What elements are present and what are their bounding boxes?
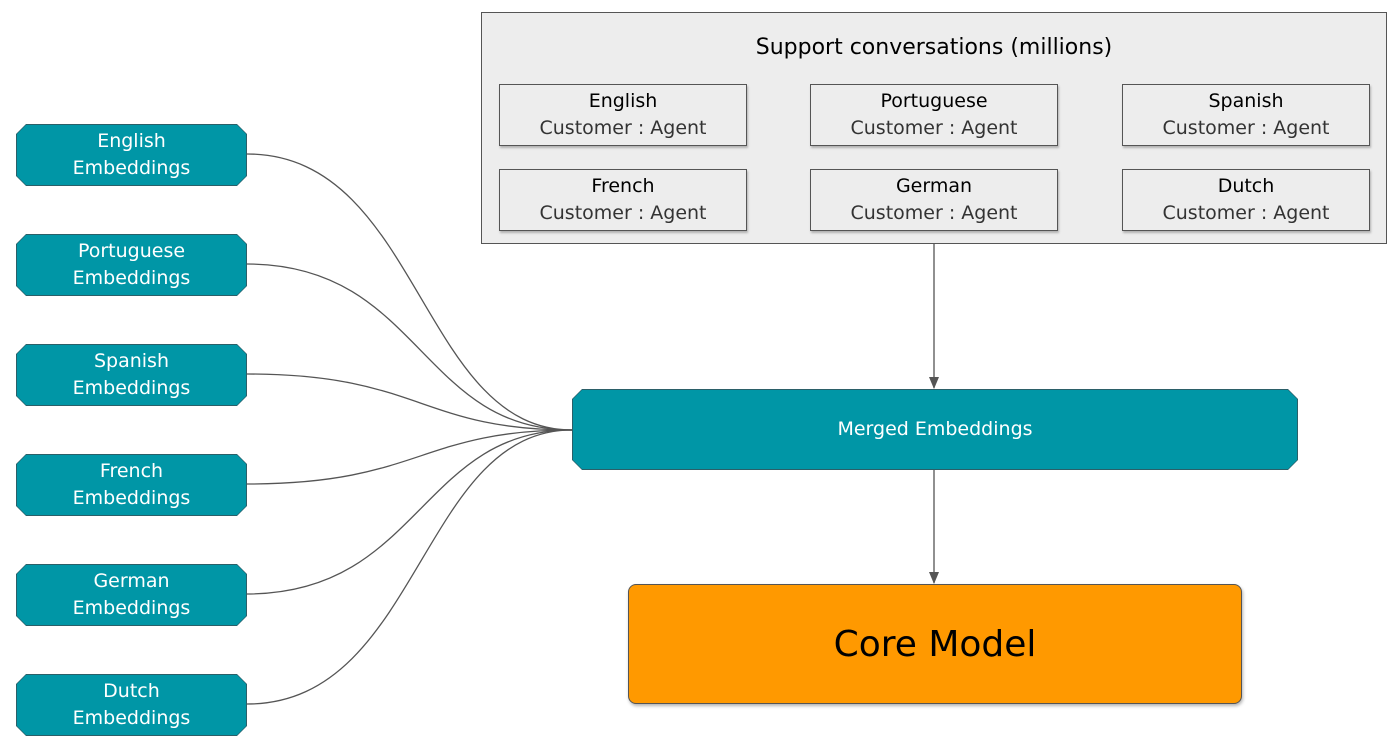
- english-embeddings-node: English Embeddings: [16, 124, 247, 186]
- support-cell-dutch: Dutch Customer : Agent: [1122, 169, 1370, 231]
- cell-roles: Customer : Agent: [539, 202, 707, 224]
- core-model-label: Core Model: [833, 623, 1037, 665]
- node-line2: Embeddings: [72, 707, 191, 729]
- support-cell-portuguese: Portuguese Customer : Agent: [810, 84, 1058, 146]
- node-line1: Spanish: [93, 350, 169, 372]
- connector-english-to-merged: [246, 153, 573, 431]
- connector-german-to-merged: [246, 429, 573, 595]
- node-line2: Embeddings: [72, 267, 191, 289]
- support-cell-german: German Customer : Agent: [810, 169, 1058, 231]
- support-conversations-box: Support conversations (millions) English…: [481, 12, 1387, 244]
- node-line1: English: [97, 130, 166, 152]
- node-line1: Portuguese: [77, 240, 186, 262]
- support-cell-english: English Customer : Agent: [499, 84, 747, 146]
- french-embeddings-node: French Embeddings: [16, 454, 247, 516]
- node-line2: Embeddings: [72, 597, 191, 619]
- cell-roles: Customer : Agent: [1162, 117, 1330, 139]
- portuguese-embeddings-node: Portuguese Embeddings: [16, 234, 247, 296]
- support-box-title: Support conversations (millions): [755, 35, 1113, 60]
- connector-spanish-to-merged: [246, 373, 573, 431]
- node-line2: Embeddings: [72, 487, 191, 509]
- cell-language: Dutch: [1217, 175, 1275, 197]
- cell-roles: Customer : Agent: [539, 117, 707, 139]
- cell-language: Spanish: [1208, 90, 1284, 112]
- node-line1: German: [93, 570, 170, 592]
- cell-language: English: [588, 90, 658, 112]
- cell-roles: Customer : Agent: [1162, 202, 1330, 224]
- cell-language: French: [591, 175, 655, 197]
- node-line1: French: [99, 460, 164, 482]
- german-embeddings-node: German Embeddings: [16, 564, 247, 626]
- connector-portuguese-to-merged: [246, 263, 573, 431]
- cell-language: German: [895, 175, 973, 197]
- merged-embeddings-label: Merged Embeddings: [837, 418, 1033, 440]
- cell-roles: Customer : Agent: [850, 117, 1018, 139]
- cell-language: Portuguese: [880, 90, 988, 112]
- merged-embeddings-node: Merged Embeddings: [572, 389, 1298, 470]
- core-model-box: Core Model: [628, 584, 1242, 704]
- support-cell-french: French Customer : Agent: [499, 169, 747, 231]
- connector-french-to-merged: [246, 429, 573, 485]
- node-line2: Embeddings: [72, 377, 191, 399]
- spanish-embeddings-node: Spanish Embeddings: [16, 344, 247, 406]
- support-cell-spanish: Spanish Customer : Agent: [1122, 84, 1370, 146]
- node-line1: Dutch: [103, 680, 160, 702]
- node-line2: Embeddings: [72, 157, 191, 179]
- cell-roles: Customer : Agent: [850, 202, 1018, 224]
- connector-dutch-to-merged: [246, 429, 573, 705]
- dutch-embeddings-node: Dutch Embeddings: [16, 674, 247, 736]
